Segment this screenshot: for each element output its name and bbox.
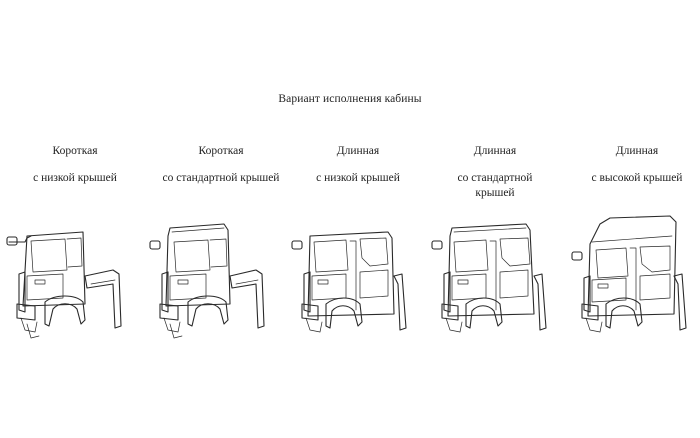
variant-1-roof: с низкой крышей [33,172,117,184]
cab-drawing-long-high-roof [570,214,700,339]
variant-5-length: Длинная [615,145,659,157]
variant-label-1: Короткая с низкой крышей [5,144,145,186]
variant-3-length: Длинная [336,145,380,157]
cab-drawing-long-low-roof [290,214,420,339]
cab-drawing-long-standard-roof [430,214,560,339]
variant-label-4: Длинная со стандартной крышей [425,144,565,201]
variant-1-length: Короткая [52,145,98,157]
variant-label-3: Длинная с низкой крышей [288,144,428,186]
variant-3-roof: с низкой крышей [316,172,400,184]
diagram-title: Вариант исполнения кабины [278,93,422,105]
variant-4-length: Длинная [473,145,517,157]
variant-label-5: Длинная с высокой крышей [567,144,700,186]
cab-drawing-short-low-roof [5,214,135,339]
variant-4-roof: со стандартной крышей [457,172,533,199]
variant-label-2: Короткая со стандартной крышей [151,144,291,186]
variant-2-roof: со стандартной крышей [162,172,280,184]
variant-5-roof: с высокой крышей [591,172,683,184]
variant-2-length: Короткая [198,145,244,157]
cab-drawing-short-standard-roof [148,214,278,339]
